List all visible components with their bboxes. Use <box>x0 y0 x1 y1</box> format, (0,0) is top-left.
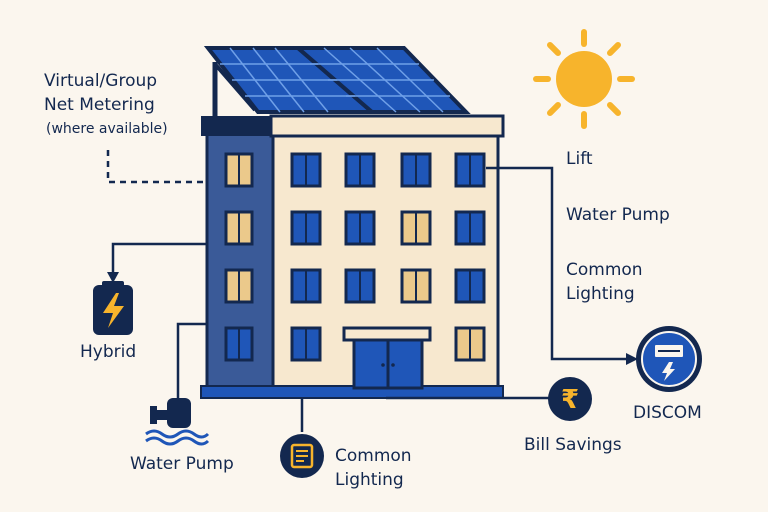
building <box>200 114 505 399</box>
bill-savings-label: Bill Savings <box>524 435 622 455</box>
solar-panel-icon <box>203 46 471 118</box>
net-metering-label-line1: Virtual/Group <box>44 71 158 91</box>
common-lighting-bottom-label-line1: Common <box>335 446 412 466</box>
rupee-icon: ₹ <box>548 377 592 421</box>
meter-icon <box>636 326 702 392</box>
lift-label: Lift <box>566 149 593 169</box>
net-metering-label-line2: Net Metering <box>44 95 155 115</box>
battery-icon <box>93 281 133 335</box>
common-lighting-bottom-label-line2: Lighting <box>335 470 404 490</box>
discom-label: DISCOM <box>633 403 702 423</box>
water-pump-icon <box>145 398 210 446</box>
sun-icon <box>533 29 635 129</box>
water-pump-right-label: Water Pump <box>566 205 670 225</box>
net-metering-label-line3: (where available) <box>46 121 168 137</box>
rupee-symbol: ₹ <box>561 385 579 415</box>
common-lighting-right-label-line2: Lighting <box>566 284 635 304</box>
lighting-icon <box>280 434 324 478</box>
common-lighting-right-label-line1: Common <box>566 260 643 280</box>
water-pump-bottom-label: Water Pump <box>130 454 234 474</box>
hybrid-label: Hybrid <box>80 342 137 362</box>
